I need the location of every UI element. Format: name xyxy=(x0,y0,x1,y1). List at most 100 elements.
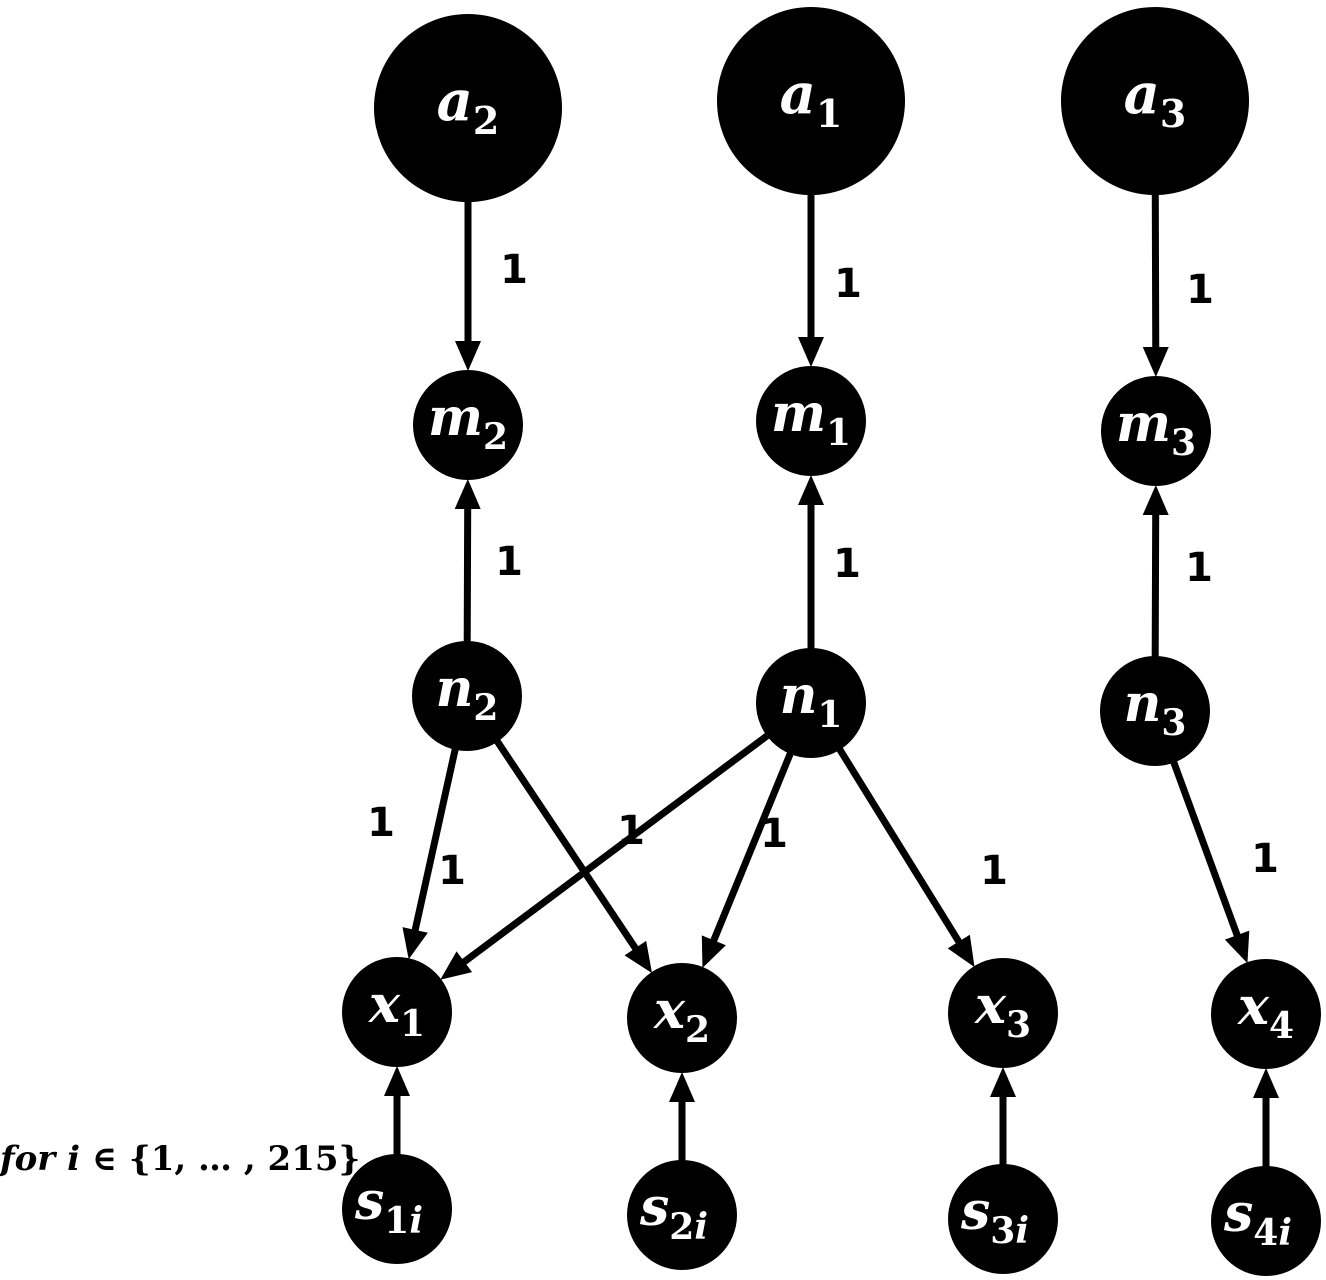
node-m1-subscript: 1 xyxy=(826,412,851,454)
node-m2: m2 xyxy=(413,370,523,480)
node-n1-subscript: 1 xyxy=(817,694,842,736)
node-x2-circle xyxy=(627,963,737,1073)
edge-a1-m1-arrowhead xyxy=(798,337,824,367)
node-n2-circle xyxy=(412,641,522,751)
node-s3i-base: s xyxy=(960,1181,990,1242)
edge-n1-m1-arrowhead xyxy=(798,475,824,505)
edge-n2-x1 xyxy=(402,746,459,960)
node-s1i-subscript: 1i xyxy=(384,1200,423,1242)
caption-rest: ∈ {1, … , 215} xyxy=(80,1139,360,1179)
edge-n3-x4-arrowhead xyxy=(1224,930,1250,964)
edge-a2-m2 xyxy=(455,200,481,371)
node-x2: x2 xyxy=(627,963,737,1073)
node-a2-circle xyxy=(374,14,562,202)
edge-n3-x4 xyxy=(1169,759,1250,964)
edge-a3-m3-arrowhead xyxy=(1142,346,1169,378)
edge-label-a2-m2: 1 xyxy=(500,247,528,293)
edge-n1-x3-line xyxy=(835,746,963,946)
edge-n3-m3-arrowhead xyxy=(1142,484,1169,516)
caption-prefix: for xyxy=(0,1139,67,1179)
node-s1i-base: s xyxy=(354,1171,384,1232)
node-s2i-label: s2i xyxy=(639,1177,708,1248)
node-x3-circle xyxy=(948,958,1058,1068)
edge-s4i-x4-arrowhead xyxy=(1253,1068,1279,1098)
edge-label-n1-x1: 1 xyxy=(438,848,466,894)
edge-n3-m3-line xyxy=(1151,512,1160,659)
node-a1-subscript: 1 xyxy=(816,91,842,136)
node-n2: n2 xyxy=(412,641,522,751)
node-s2i: s2i xyxy=(627,1160,737,1270)
node-a1-base: a xyxy=(780,61,816,127)
node-a3: a3 xyxy=(1061,7,1249,195)
node-a2: a2 xyxy=(374,14,562,202)
node-s1i-sub-var: i xyxy=(409,1200,423,1242)
node-s2i-subscript: 2i xyxy=(669,1206,708,1248)
edge-n1-m1 xyxy=(798,475,824,650)
node-s1i-sub-index: 1 xyxy=(384,1200,409,1242)
edge-n2-m2 xyxy=(454,478,481,644)
edge-n1-x1-arrowhead xyxy=(440,951,473,980)
node-x1-base: x xyxy=(368,974,401,1035)
node-s3i-subscript: 3i xyxy=(990,1210,1029,1252)
node-x4-base: x xyxy=(1237,976,1270,1037)
edge-label-n2-m2: 1 xyxy=(495,539,523,585)
node-x1-label: x1 xyxy=(368,974,425,1045)
node-x1-subscript: 1 xyxy=(400,1003,425,1045)
node-n2-base: n xyxy=(436,658,474,719)
node-x4-label: x4 xyxy=(1237,976,1294,1047)
node-m3-subscript: 3 xyxy=(1171,422,1196,464)
node-s4i-label: s4i xyxy=(1223,1183,1292,1254)
node-n2-subscript: 2 xyxy=(473,687,498,729)
edge-n2-x2 xyxy=(493,738,653,974)
node-m1-label: m1 xyxy=(771,383,851,454)
edge-n2-x2-arrowhead xyxy=(624,940,653,974)
node-s3i-label: s3i xyxy=(960,1181,1029,1252)
node-a3-label: a3 xyxy=(1124,61,1187,136)
edge-label-n1-m1: 1 xyxy=(833,541,861,587)
node-s4i-base: s xyxy=(1223,1183,1253,1244)
edge-label-a3-m3: 1 xyxy=(1186,267,1214,313)
node-s3i-circle xyxy=(948,1164,1058,1274)
node-m3-label: m3 xyxy=(1116,393,1196,464)
node-n1: n1 xyxy=(756,648,866,758)
node-a3-subscript: 3 xyxy=(1160,91,1186,136)
node-s4i: s4i xyxy=(1211,1166,1321,1276)
node-x3-subscript: 3 xyxy=(1006,1004,1031,1046)
edge-label-n1-x3: 1 xyxy=(980,848,1008,894)
node-m3-circle xyxy=(1101,376,1211,486)
edge-n2-x1-line xyxy=(411,746,459,933)
edge-a1-m1 xyxy=(798,193,824,367)
edge-n1-x3 xyxy=(835,746,975,968)
edge-label-n1-x2: 1 xyxy=(760,811,788,857)
edge-n1-x2 xyxy=(701,750,795,969)
edge-n2-m2-arrowhead xyxy=(454,478,481,510)
node-n1-circle xyxy=(756,648,866,758)
node-x3-base: x xyxy=(974,975,1007,1036)
node-a1-circle xyxy=(717,7,905,195)
edge-n1-x2-line xyxy=(709,750,795,944)
node-s2i-circle xyxy=(627,1160,737,1270)
node-x3: x3 xyxy=(948,958,1058,1068)
node-a3-base: a xyxy=(1124,61,1160,127)
edge-s2i-x2-arrowhead xyxy=(669,1072,695,1102)
edge-s1i-x1-arrowhead xyxy=(384,1066,410,1096)
node-s1i: s1i xyxy=(342,1154,452,1264)
node-m2-label: m2 xyxy=(428,387,508,458)
node-s4i-subscript: 4i xyxy=(1253,1212,1292,1254)
node-n3-circle xyxy=(1100,656,1210,766)
edge-label-n3-x4: 1 xyxy=(1251,836,1279,882)
edge-n1-x2-arrowhead xyxy=(701,935,726,969)
node-m1: m1 xyxy=(756,366,866,476)
node-s2i-sub-var: i xyxy=(694,1206,708,1248)
edge-n3-m3 xyxy=(1142,484,1169,659)
node-m1-circle xyxy=(756,366,866,476)
node-m2-circle xyxy=(413,370,523,480)
edge-a2-m2-arrowhead xyxy=(455,341,481,371)
node-n3-label: n3 xyxy=(1124,673,1187,744)
edge-n2-x1-arrowhead xyxy=(402,927,428,960)
node-a1-label: a1 xyxy=(780,61,843,136)
edge-s3i-x3 xyxy=(990,1067,1016,1166)
edge-n1-x3-arrowhead xyxy=(947,934,975,968)
